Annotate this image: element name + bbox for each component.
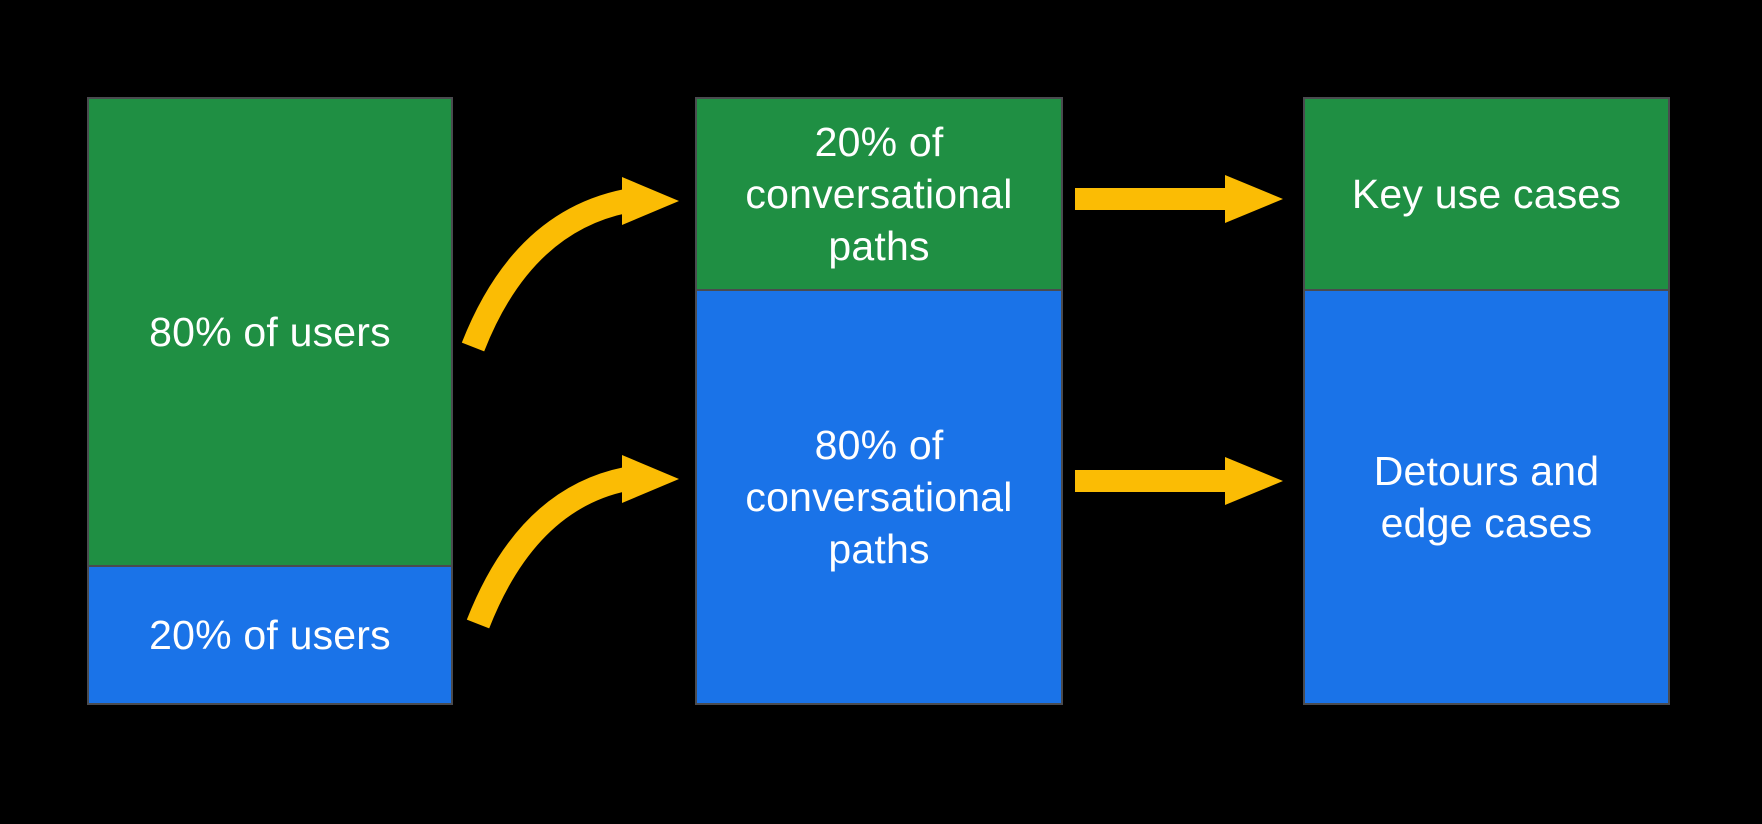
outcomes-column: Key use cases Detours and edge cases xyxy=(1303,97,1670,705)
paths-20-label: 20% of conversational paths xyxy=(745,119,1013,269)
curved-arrow-users80-to-paths20-icon xyxy=(461,177,679,352)
paths-80-label: 80% of conversational paths xyxy=(745,422,1013,572)
paths-80-segment: 80% of conversational paths xyxy=(697,289,1061,703)
users-20-label: 20% of users xyxy=(149,612,391,658)
key-use-cases-label: Key use cases xyxy=(1351,171,1622,217)
users-80-segment: 80% of users xyxy=(89,99,451,565)
paths-column: 20% of conversational paths 80% of conve… xyxy=(695,97,1063,705)
straight-arrow-paths20-to-keyusecases-icon xyxy=(1075,175,1283,223)
detours-edge-cases-segment: Detours and edge cases xyxy=(1305,289,1668,703)
paths-20-segment: 20% of conversational paths xyxy=(697,99,1061,289)
users-column: 80% of users 20% of users xyxy=(87,97,453,705)
curved-arrow-users20-to-paths80-icon xyxy=(466,455,679,629)
detours-edge-cases-label: Detours and edge cases xyxy=(1373,448,1600,546)
users-20-segment: 20% of users xyxy=(89,565,451,703)
straight-arrow-paths80-to-detours-icon xyxy=(1075,457,1283,505)
users-80-label: 80% of users xyxy=(149,309,391,355)
key-use-cases-segment: Key use cases xyxy=(1305,99,1668,289)
